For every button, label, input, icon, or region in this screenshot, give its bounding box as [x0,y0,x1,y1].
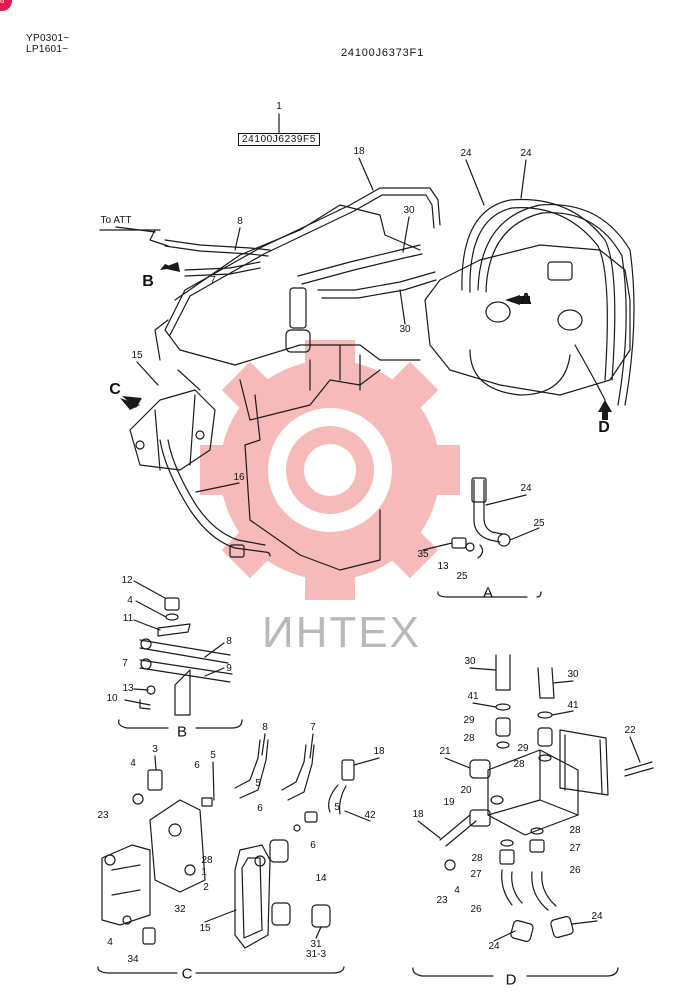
watermark-gear-logo [200,340,460,600]
detail-a-callout-1: 25 [533,518,545,529]
detail-c-callout-6: 5 [255,778,261,789]
watermark-text: ИНТЕХ [262,608,421,657]
detail-c-callout-20: 31 [310,939,322,950]
detail-a-callout-2: 35 [417,549,429,560]
detail-c-drawing [97,733,380,974]
detail-c-callout-5: 6 [194,760,200,771]
detail-c-callout-9: 5 [334,802,340,813]
detail-a-label: A [482,584,494,602]
drawing-code: 24100J6373F1 [341,47,424,59]
detail-d-callout-10: 20 [460,785,472,796]
detail-d-callout-7: 29 [517,743,529,754]
main-assembly-view [99,113,635,571]
detail-b-callout-7: 10 [106,693,118,704]
detail-d-drawing [412,654,654,977]
detail-c-callout-13: 28 [201,855,213,866]
detail-a-drawing [422,477,542,598]
detail-d-callout-14: 27 [569,843,581,854]
view-arrow-d: D [598,419,610,436]
detail-c-callout-2: 8 [262,722,268,733]
detail-c-callout-22: 34 [127,954,139,965]
detail-a-callout-4: 25 [456,571,468,582]
detail-d-callout-1: 30 [567,669,579,680]
detail-d-callout-2: 41 [467,691,479,702]
detail-d-callout-9: 21 [439,746,451,757]
detail-c-callout-12: 6 [310,840,316,851]
detail-c-callout-10: 42 [364,810,376,821]
main-callout-6: 30 [403,205,415,216]
detail-b-callout-2: 11 [122,613,134,624]
main-callout-2: 24 [460,148,472,159]
detail-c-callout-14: 1 [201,867,207,878]
view-direction-arrows [120,262,612,420]
detail-d-callout-22: 24 [488,941,500,952]
detail-c-label: C [181,965,193,983]
detail-c-callout-7: 18 [373,746,385,757]
detail-d-callout-12: 18 [412,809,424,820]
detail-d-callout-19: 23 [436,895,448,906]
detail-d-callout-4: 29 [463,715,475,726]
main-callout-1: 18 [353,146,365,157]
detail-d-callout-15: 28 [471,853,483,864]
detail-d-label: D [505,971,517,989]
detail-c-callout-0: 3 [152,744,158,755]
detail-d-callout-13: 28 [569,825,581,836]
detail-c-callout-8: 6 [257,803,263,814]
detail-a-callout-0: 24 [520,483,532,494]
detail-c-callout-18: 15 [199,923,211,934]
main-callout-10: 16 [233,472,245,483]
view-arrow-a: A [520,291,532,308]
view-arrow-b: B [142,273,154,290]
detail-c-callout-21: 31-3 [305,949,327,960]
detail-d-callout-11: 19 [443,797,455,808]
detail-b-callout-6: 13 [122,683,134,694]
main-callout-3: 24 [520,148,532,159]
detail-d-callout-5: 22 [624,725,636,736]
detail-c-callout-1: 5 [210,750,216,761]
main-callout-7: 7 [210,275,216,286]
detail-c-callout-16: 2 [203,882,209,893]
detail-d-callout-21: 24 [591,911,603,922]
main-callout-0: 1 [276,101,282,112]
detail-d-callout-16: 26 [569,865,581,876]
detail-b-label: B [176,723,188,741]
main-callout-5: 8 [237,216,243,227]
detail-b-callout-0: 12 [121,575,133,586]
main-callout-4: To ATT [100,215,132,226]
page-corner-badge: 8 [0,0,12,11]
main-callout-9: 15 [131,350,143,361]
detail-b-callout-3: 8 [226,636,232,647]
detail-d-callout-20: 26 [470,904,482,915]
detail-d-callout-0: 30 [464,656,476,667]
detail-c-callout-4: 4 [130,758,136,769]
view-arrow-c: C [109,381,121,398]
detail-a-callout-3: 13 [437,561,449,572]
detail-c-callout-3: 7 [310,722,316,733]
detail-d-callout-8: 28 [513,759,525,770]
detail-d-callout-17: 27 [470,869,482,880]
detail-c-callout-19: 4 [107,937,113,948]
detail-c-callout-15: 14 [315,873,327,884]
detail-c-callout-11: 23 [97,810,109,821]
detail-b-callout-1: 4 [127,595,133,606]
detail-d-callout-18: 4 [454,885,460,896]
main-callout-8: 30 [399,324,411,335]
detail-d-callout-3: 41 [567,700,579,711]
serial-range-line2: LP1601~ [26,44,69,55]
detail-b-drawing [118,580,243,729]
detail-d-callout-6: 28 [463,733,475,744]
detail-c-callout-17: 32 [174,904,186,915]
serial-range-line1: YP0301~ [26,33,70,44]
detail-b-callout-4: 7 [122,658,128,669]
detail-b-callout-5: 9 [226,663,232,674]
